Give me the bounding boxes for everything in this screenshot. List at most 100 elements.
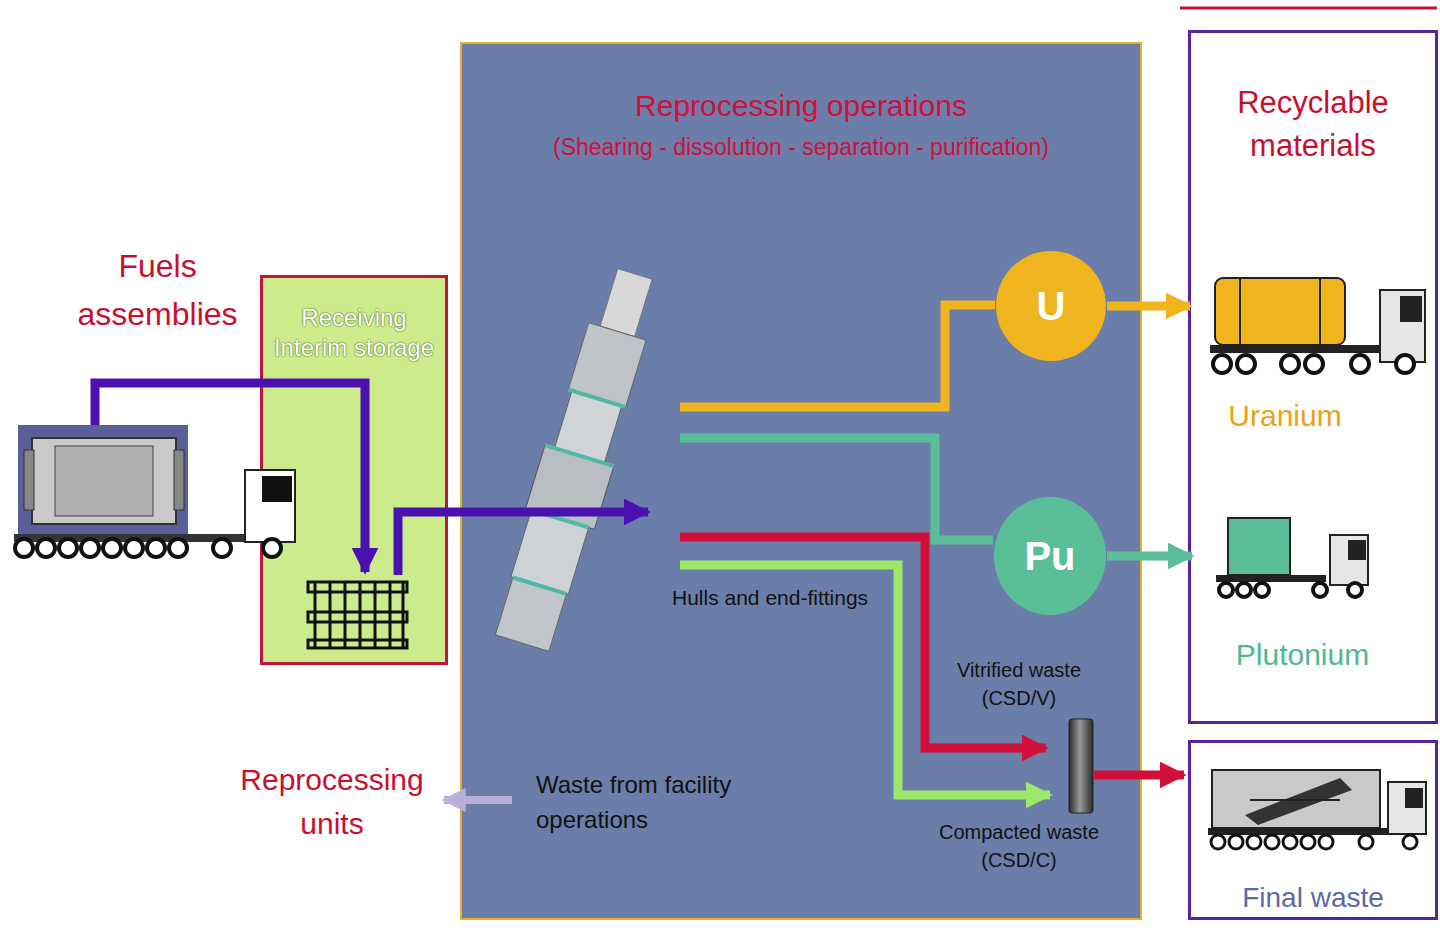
node-label: Receiving Interim storage	[265, 303, 443, 363]
storage-rack	[314, 582, 317, 648]
fuel-truck-illustration	[81, 539, 99, 557]
final-waste-truck-illustration	[1319, 835, 1333, 849]
node-label: Recyclable materials	[1191, 81, 1435, 168]
flow-arrow	[1107, 302, 1190, 311]
fuel-truck-illustration	[245, 470, 295, 542]
flow-arrow	[1107, 552, 1192, 561]
uranium-truck-illustration	[1213, 355, 1231, 373]
node-label: Pu	[993, 532, 1107, 580]
fuel-truck-illustration	[15, 539, 33, 557]
final-waste-truck-illustration	[1405, 788, 1423, 808]
process-circle: U	[995, 250, 1107, 362]
flow-arrow	[1094, 771, 1184, 780]
uranium-truck-illustration	[1239, 278, 1241, 345]
flow-arrow	[95, 383, 365, 572]
reprocessing-plant-illustration	[568, 323, 646, 407]
final-waste-truck-illustration	[1211, 835, 1225, 849]
uranium-truck-illustration	[1237, 355, 1255, 373]
node-label: Compacted waste (CSD/C)	[930, 818, 1108, 874]
reprocessing-plant-illustration	[511, 510, 589, 594]
plutonium-truck-illustration	[1216, 575, 1326, 582]
fuel-truck-illustration	[103, 539, 121, 557]
uranium-truck-illustration	[1305, 355, 1323, 373]
final-waste-truck-illustration	[1229, 835, 1243, 849]
storage-rack	[305, 580, 410, 650]
storage-rack	[308, 612, 407, 622]
fuel-truck-illustration	[37, 539, 55, 557]
fuel-truck-illustration	[213, 539, 231, 557]
final-waste-truck-illustration	[1283, 835, 1297, 849]
final-waste-truck-illustration	[1247, 835, 1261, 849]
final-waste-truck-illustration	[1388, 782, 1426, 834]
storage-rack	[344, 582, 347, 648]
fuel-truck-illustration	[24, 450, 34, 510]
subtitle-text: (Shearing - dissolution - separation - p…	[476, 134, 1126, 162]
storage-rack	[308, 582, 407, 648]
final-waste-truck-illustration	[1250, 799, 1340, 801]
node-label: Plutonium	[1210, 637, 1395, 673]
plutonium-truck-illustration	[1219, 583, 1362, 597]
storage-rack	[402, 582, 405, 648]
plutonium-truck-illustration	[1216, 518, 1368, 597]
final-waste-truck-illustration	[1265, 835, 1279, 849]
process-streams	[444, 305, 1050, 800]
canister-body	[1069, 719, 1093, 813]
fuel-truck-illustration	[263, 539, 281, 557]
flow-arrow	[398, 512, 648, 575]
final-waste-truck-illustration	[1212, 770, 1380, 828]
circle-outline	[996, 251, 1106, 361]
node-label: U	[995, 282, 1107, 330]
final-waste-truck-illustration	[1301, 835, 1315, 849]
process-streams	[444, 796, 512, 804]
storage-rack	[308, 640, 407, 648]
reprocessing-plant-illustration	[600, 269, 652, 337]
fuel-truck-illustration	[32, 438, 176, 524]
annotation-label: Hulls and end-fittings	[672, 584, 932, 611]
fuel-truck-illustration	[55, 446, 153, 516]
storage-rack	[374, 582, 377, 648]
uranium-truck-illustration	[1400, 296, 1422, 322]
uranium-truck-illustration	[1380, 290, 1425, 362]
top-rule	[1180, 7, 1437, 10]
fuel-truck-illustration	[59, 539, 77, 557]
annotation-label: Reprocessing units	[232, 758, 432, 845]
fuel-truck-illustration	[15, 539, 281, 557]
node-label: Final waste	[1191, 881, 1435, 915]
final-waste-truck-illustration	[1359, 835, 1373, 849]
plutonium-truck-illustration	[1330, 535, 1368, 585]
uranium-truck-illustration	[1213, 355, 1414, 373]
process-circle: Pu	[993, 496, 1107, 616]
storage-rack	[305, 580, 410, 650]
fuel-truck-illustration	[125, 539, 143, 557]
storage-rack	[308, 582, 407, 592]
fuel-truck-illustration	[18, 425, 188, 537]
uranium-truck-illustration	[1281, 355, 1299, 373]
node-label: Vitrified waste (CSD/V)	[943, 656, 1095, 712]
uranium-truck-illustration	[1210, 345, 1380, 353]
waste-canister-shape	[1068, 718, 1094, 814]
plutonium-truck-illustration	[1219, 583, 1233, 597]
output-box: Recyclable materialsUraniumPlutonium	[1188, 30, 1438, 724]
plutonium-truck-illustration	[1228, 518, 1290, 575]
storage-rack	[359, 582, 362, 648]
reprocessing-plant-illustration	[488, 263, 670, 653]
process-streams	[680, 565, 1050, 795]
node-label: Uranium	[1215, 398, 1355, 434]
annotation-label: Waste from facility operations	[536, 768, 766, 838]
plutonium-truck-illustration	[1313, 583, 1327, 597]
reprocessing-plant-illustration	[488, 263, 670, 653]
final-waste-truck-illustration	[1245, 778, 1352, 825]
process-streams	[680, 305, 995, 407]
reprocessing-plant-illustration	[513, 578, 567, 594]
waste-canister: Vitrified waste (CSD/V)Compacted waste (…	[1068, 718, 1094, 814]
fuel-truck-illustration	[169, 539, 187, 557]
plutonium-truck-illustration	[1255, 583, 1269, 597]
final-waste-truck-illustration	[1211, 835, 1417, 849]
fuel-truck-illustration	[147, 539, 165, 557]
uranium-truck-illustration	[1215, 278, 1345, 345]
uranium-truck-illustration	[1210, 278, 1425, 373]
final-waste-truck-illustration	[1403, 835, 1417, 849]
node-label: Fuels assemblies	[50, 242, 265, 338]
plutonium-truck-illustration	[1348, 583, 1362, 597]
plutonium-truck-illustration	[1237, 583, 1251, 597]
